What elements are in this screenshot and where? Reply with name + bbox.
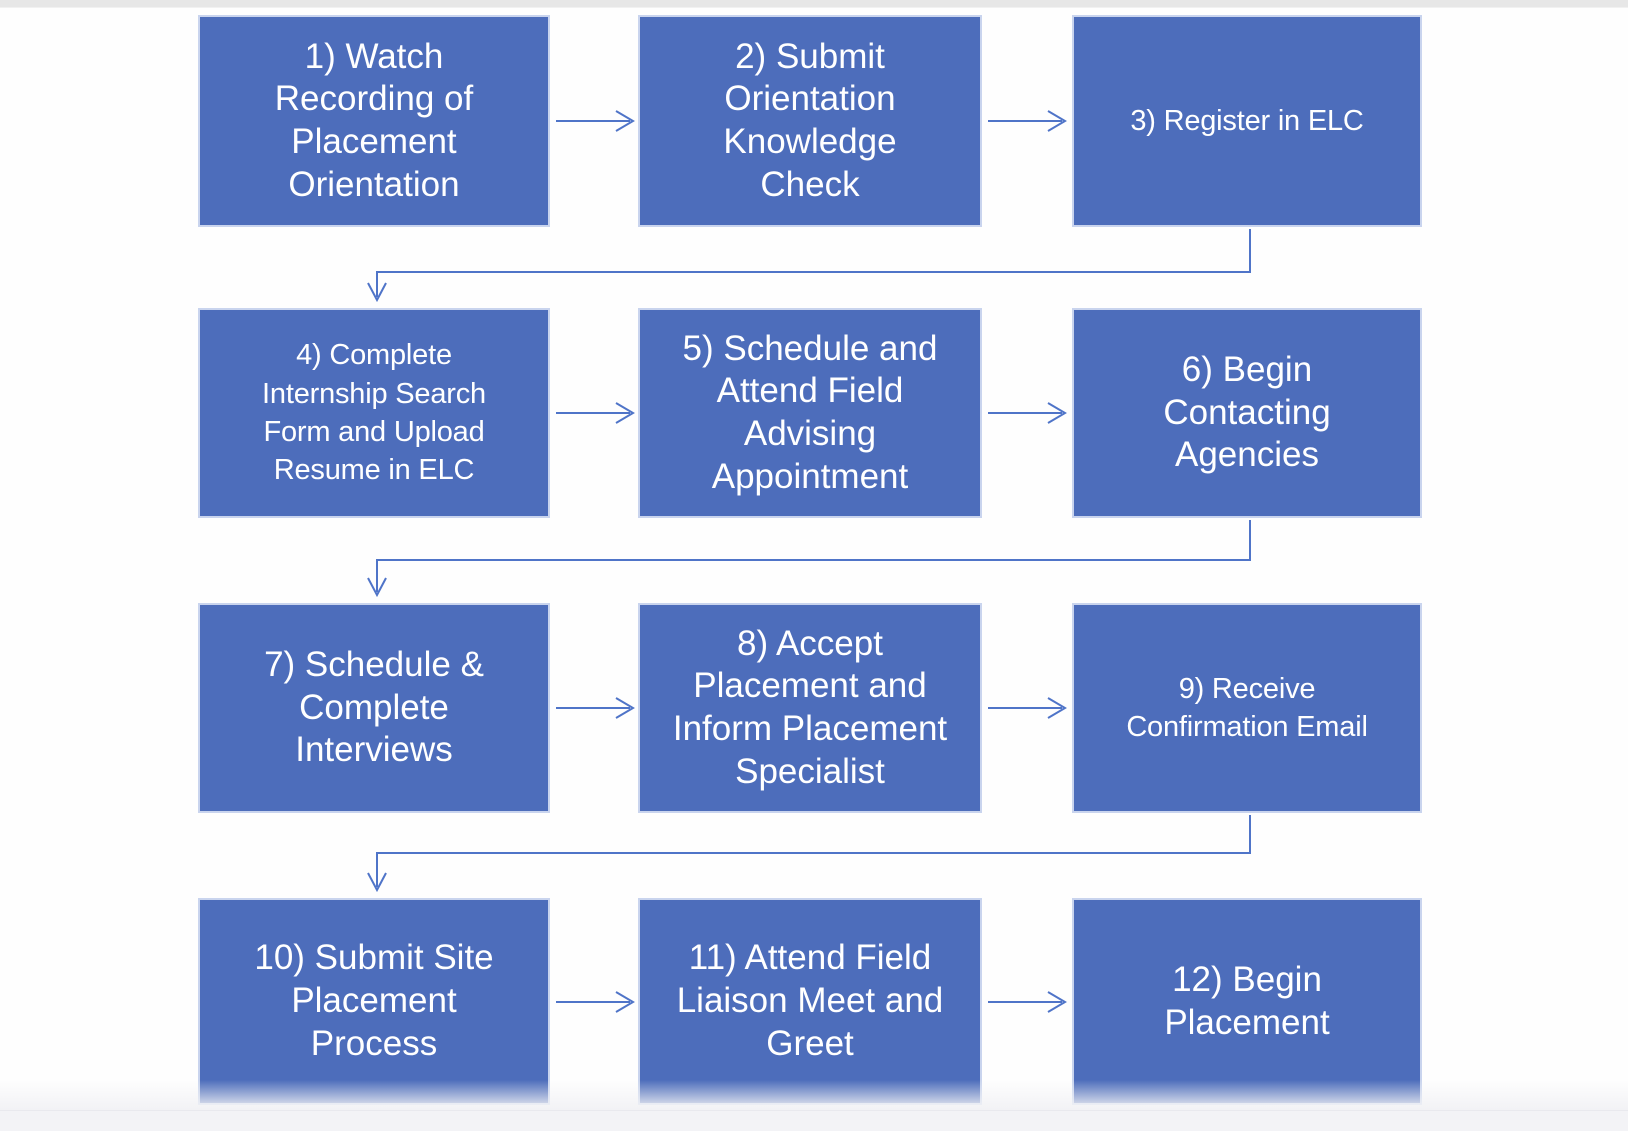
arrow-step1-step2	[556, 110, 635, 132]
arrow-step10-step11	[556, 991, 635, 1013]
flow-step-11: 11) Attend Field Liaison Meet and Greet	[638, 898, 982, 1105]
bottom-window-strip	[0, 1110, 1628, 1131]
flow-step-10: 10) Submit Site Placement Process	[198, 898, 550, 1105]
bottom-fade	[0, 1080, 1628, 1110]
arrow-step4-step5	[556, 402, 635, 424]
flow-step-12: 12) Begin Placement	[1072, 898, 1422, 1105]
flow-step-5-label: 5) Schedule and Attend Field Advising Ap…	[682, 328, 938, 496]
flow-step-3: 3) Register in ELC	[1072, 15, 1422, 227]
flow-step-2: 2) Submit Orientation Knowledge Check	[638, 15, 982, 227]
arrow-step8-step9	[988, 697, 1067, 719]
flow-step-12-label: 12) Begin Placement	[1164, 959, 1330, 1042]
connector-step6-step7	[367, 520, 1251, 598]
arrow-step2-step3	[988, 110, 1067, 132]
flow-step-6: 6) Begin Contacting Agencies	[1072, 308, 1422, 518]
flow-step-7-label: 7) Schedule & Complete Interviews	[264, 644, 484, 770]
arrow-step7-step8	[556, 697, 635, 719]
flow-step-9: 9) Receive Confirmation Email	[1072, 603, 1422, 813]
flow-step-9-label: 9) Receive Confirmation Email	[1126, 672, 1368, 743]
arrow-step5-step6	[988, 402, 1067, 424]
flow-step-1-label: 1) Watch Recording of Placement Orientat…	[274, 36, 474, 204]
flow-step-8: 8) Accept Placement and Inform Placement…	[638, 603, 982, 813]
flow-step-8-label: 8) Accept Placement and Inform Placement…	[672, 623, 948, 791]
flow-step-7: 7) Schedule & Complete Interviews	[198, 603, 550, 813]
flow-step-6-label: 6) Begin Contacting Agencies	[1163, 349, 1331, 475]
top-window-strip	[0, 0, 1628, 8]
connector-step9-step10	[367, 815, 1251, 893]
flow-step-11-label: 11) Attend Field Liaison Meet and Greet	[676, 938, 944, 1063]
connector-step3-step4	[367, 229, 1251, 303]
arrow-step11-step12	[988, 991, 1067, 1013]
flow-step-1: 1) Watch Recording of Placement Orientat…	[198, 15, 550, 227]
flow-step-10-label: 10) Submit Site Placement Process	[254, 938, 494, 1063]
flow-step-5: 5) Schedule and Attend Field Advising Ap…	[638, 308, 982, 518]
flow-step-2-label: 2) Submit Orientation Knowledge Check	[723, 36, 897, 204]
flow-step-3-label: 3) Register in ELC	[1130, 104, 1364, 137]
flow-step-4: 4) Complete Internship Search Form and U…	[198, 308, 550, 518]
flow-step-4-label: 4) Complete Internship Search Form and U…	[262, 339, 486, 487]
